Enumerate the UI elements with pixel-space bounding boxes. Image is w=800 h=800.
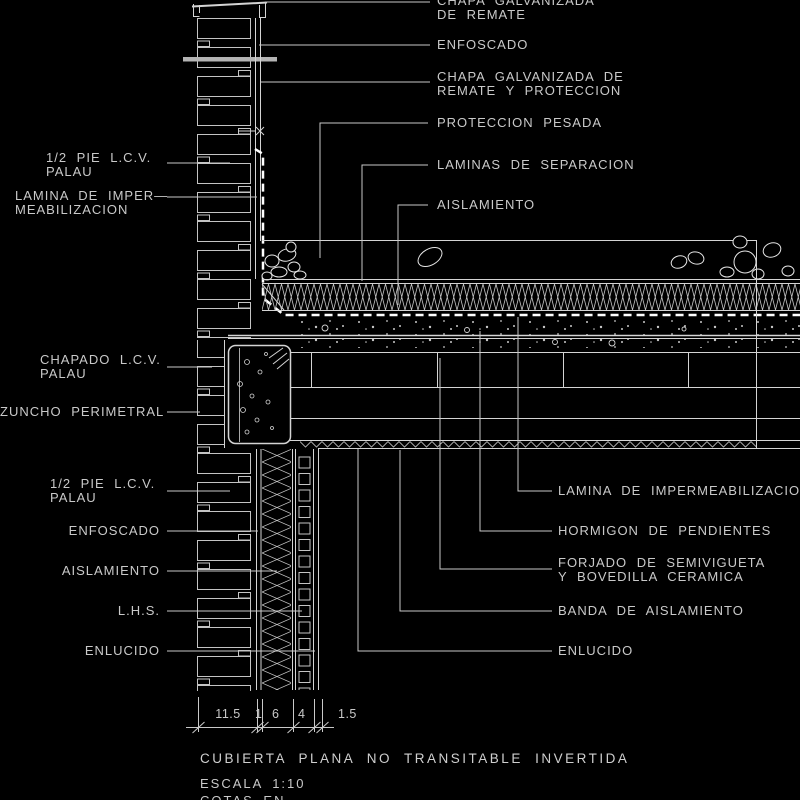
label-hormigon-pendientes: HORMIGON DE PENDIENTES [558,523,772,538]
label-proteccion-pesada: PROTECCION PESADA [437,115,603,130]
label-medio-pie-top: 1/2 PIE L.C.V. PALAU [46,150,152,179]
dimension-value-brick: 11.5 [215,707,241,721]
label-chapa-galvanizada-proteccion: CHAPA GALVANIZADA DE REMATE Y PROTECCION [437,69,624,98]
parapet-brick-wall [197,18,251,338]
leader-lines [167,1,552,652]
drawing-units: COTAS EN [200,793,286,800]
roof-insulation-hatch [261,283,800,311]
label-zuncho-perimetral: ZUNCHO PERIMETRAL [0,404,165,419]
label-enlucido-left: ENLUCIDO [84,643,160,658]
label-forjado: FORJADO DE SEMIVIGUETA Y BOVEDILLA CERAM… [558,555,766,584]
dimension-value-insulation: 6 [272,707,280,721]
floor-slab [228,334,800,449]
label-enfoscado-bottom: ENFOSCADO [68,523,160,538]
lower-wall [197,448,319,691]
coping-flashing [191,1,268,18]
label-aislamiento-bottom: AISLAMIENTO [61,563,160,578]
label-laminas-separacion: LAMINAS DE SEPARACION [437,157,635,172]
label-enfoscado-top: ENFOSCADO [437,37,529,52]
label-lhs: L.H.S. [117,603,160,618]
gravel-ballast [261,235,795,281]
label-chapado: CHAPADO L.C.V. PALAU [40,352,161,381]
label-lamina-impermeabilizacion-right: LAMINA DE IMPERMEABILIZACION [558,483,800,498]
label-aislamiento-top: AISLAMIENTO [437,197,536,212]
slope-concrete-dots [296,319,800,348]
dimension-value-plaster: 1.5 [338,707,357,721]
perimeter-beam [227,344,292,445]
drawing-scale: ESCALA 1:10 [200,776,306,791]
membrane-fixing-symbol [238,126,265,136]
drawing-title: CUBIERTA PLANA NO TRANSITABLE INVERTIDA [200,751,630,766]
brick-veneer [197,340,225,448]
drip-flashing-band [183,57,277,62]
label-lamina-impermeabilizacion-left: LAMINA DE IMPER— MEABILIZACION [15,188,169,217]
separation-layer-lines [262,279,800,284]
dimension-lines [186,697,334,734]
waterproof-membrane [254,147,800,317]
dimension-value-hollow-brick: 4 [298,707,306,721]
label-chapa-galvanizada-remate: CHAPA GALVANIZADA DE REMATE [437,0,595,22]
dimension-value-render: 1 [255,707,263,721]
label-enlucido-right: ENLUCIDO [558,643,634,658]
label-medio-pie-bottom: 1/2 PIE L.C.V. PALAU [50,476,156,505]
label-banda-aislamiento: BANDA DE AISLAMIENTO [558,603,744,618]
